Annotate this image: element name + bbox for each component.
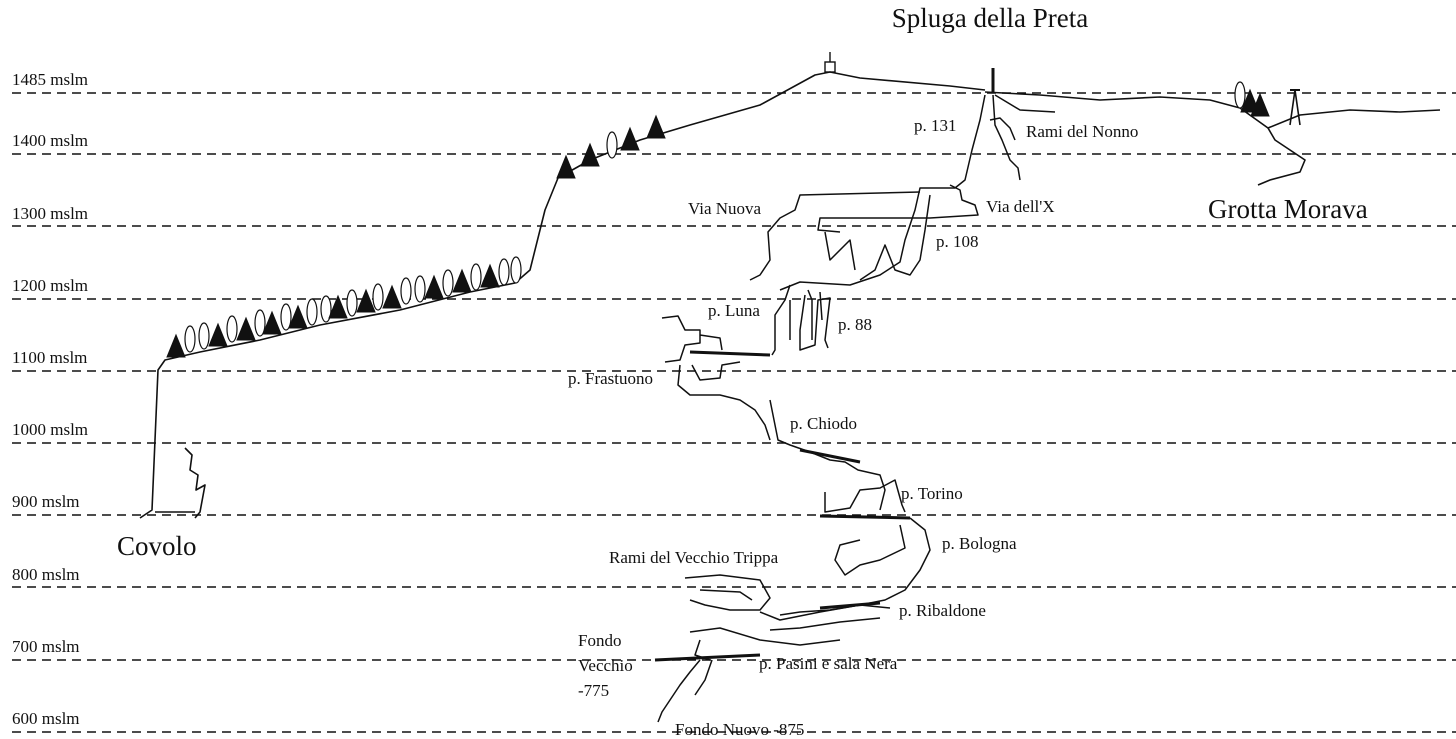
tree-icon <box>510 256 522 284</box>
summit-chapel <box>824 52 836 73</box>
cave-fondo-nuovo <box>657 659 713 723</box>
cave-entrance-shaft-east <box>992 94 1056 181</box>
tree-icon <box>320 295 332 323</box>
tree-icon <box>498 258 510 286</box>
level-label-600: 600 mslm <box>12 709 80 728</box>
elevation-labels: 1485 mslm 1400 mslm 1300 mslm 1200 mslm … <box>12 70 88 728</box>
tree-icon <box>424 274 444 299</box>
level-label-1000: 1000 mslm <box>12 420 88 439</box>
label-p-chiodo: p. Chiodo <box>790 414 857 433</box>
cave-vecchio-trippa <box>684 574 771 611</box>
forest-trees <box>166 81 1270 358</box>
tree-icon <box>1250 92 1270 117</box>
terrain-profile <box>139 71 986 519</box>
tree-icon <box>1234 81 1246 109</box>
elevation-grid <box>12 92 1456 733</box>
cave-traverse-1100 <box>689 350 771 357</box>
diagram-title: Spluga della Preta <box>892 3 1088 33</box>
cave-bologna-inner <box>834 524 906 576</box>
cave-p-luna <box>771 284 831 356</box>
tree-icon <box>356 288 376 313</box>
tree-icon <box>306 298 318 326</box>
tree-icon <box>442 269 454 297</box>
level-label-700: 700 mslm <box>12 637 80 656</box>
label-fondo-vecchio-2: Vecchio <box>578 656 633 675</box>
tree-icon <box>288 304 308 329</box>
cave-via-dell-x <box>817 184 979 233</box>
label-fondo-vecchio-1: Fondo <box>578 631 621 650</box>
cave-sala-nera <box>654 653 761 662</box>
cave-system <box>654 94 1056 723</box>
tree-icon <box>620 126 640 151</box>
tree-icon <box>470 263 482 291</box>
label-via-nuova: Via Nuova <box>688 199 762 218</box>
cave-torino <box>824 479 906 513</box>
cave-traverse-900 <box>819 514 911 520</box>
label-grotta-morava: Grotta Morava <box>1208 194 1368 224</box>
tree-icon <box>372 283 384 311</box>
cave-bologna <box>779 517 931 616</box>
tree-icon <box>226 315 238 343</box>
cave-chiodo <box>769 399 886 511</box>
tree-icon <box>400 277 412 305</box>
label-p108: p. 108 <box>936 232 979 251</box>
tree-icon <box>580 142 600 167</box>
level-label-1100: 1100 mslm <box>12 348 87 367</box>
cave-labels: p. 131 Rami del Nonno Via Nuova Via dell… <box>568 116 1138 739</box>
tree-icon <box>280 303 292 331</box>
label-p-ribaldone: p. Ribaldone <box>899 601 986 620</box>
tree-icon <box>236 316 256 341</box>
label-p-frastuono: p. Frastuono <box>568 369 653 388</box>
grotta-morava-passage <box>1257 127 1306 186</box>
tree-icon <box>184 325 196 353</box>
level-label-1200: 1200 mslm <box>12 276 88 295</box>
label-rami-del-nonno: Rami del Nonno <box>1026 122 1138 141</box>
tree-icon <box>208 322 228 347</box>
tree-icon <box>556 154 576 179</box>
label-fondo-vecchio-depth: -775 <box>578 681 609 700</box>
label-rami-del-vecchio-trippa: Rami del Vecchio Trippa <box>609 548 779 567</box>
tree-icon <box>328 294 348 319</box>
cave-frastuono-inner <box>691 361 741 381</box>
tree-icon <box>254 309 266 337</box>
tree-icon <box>646 114 666 139</box>
cave-ribaldone-thick <box>819 601 881 610</box>
cave-rami-del-nonno <box>989 117 1016 141</box>
cave-entrance-shaft <box>779 94 986 291</box>
tree-icon <box>382 284 402 309</box>
level-label-900: 900 mslm <box>12 492 80 511</box>
tree-icon <box>414 275 426 303</box>
label-p-torino: p. Torino <box>901 484 963 503</box>
cave-ribaldone <box>759 604 891 631</box>
cave-chiodo-thick <box>799 448 861 464</box>
label-p131: p. 131 <box>914 116 957 135</box>
tree-icon <box>606 131 618 159</box>
pylon-tower <box>1289 89 1301 126</box>
tree-icon <box>346 289 358 317</box>
label-via-dell-x: Via dell'X <box>986 197 1055 216</box>
label-p-pasini: p. Pasini e sala Nera <box>759 654 898 673</box>
level-label-1400: 1400 mslm <box>12 131 88 150</box>
tree-icon <box>198 322 210 350</box>
tree-icon <box>166 333 186 358</box>
tree-icon <box>452 268 472 293</box>
cave-p108 <box>859 194 931 281</box>
label-covolo: Covolo <box>117 531 197 561</box>
label-p-luna: p. Luna <box>708 301 760 320</box>
tree-icon <box>480 263 500 288</box>
label-fondo-nuovo: Fondo Nuovo -875 <box>675 720 804 739</box>
label-p-bologna: p. Bologna <box>942 534 1017 553</box>
level-label-1485: 1485 mslm <box>12 70 88 89</box>
cave-p88 <box>807 289 823 340</box>
level-label-800: 800 mslm <box>12 565 80 584</box>
label-p88: p. 88 <box>838 315 872 334</box>
tree-icon <box>262 310 282 335</box>
level-label-1300: 1300 mslm <box>12 204 88 223</box>
covolo-entrance <box>155 447 206 519</box>
cave-frastuono-area <box>661 315 771 441</box>
cave-via-nuova <box>749 191 921 281</box>
